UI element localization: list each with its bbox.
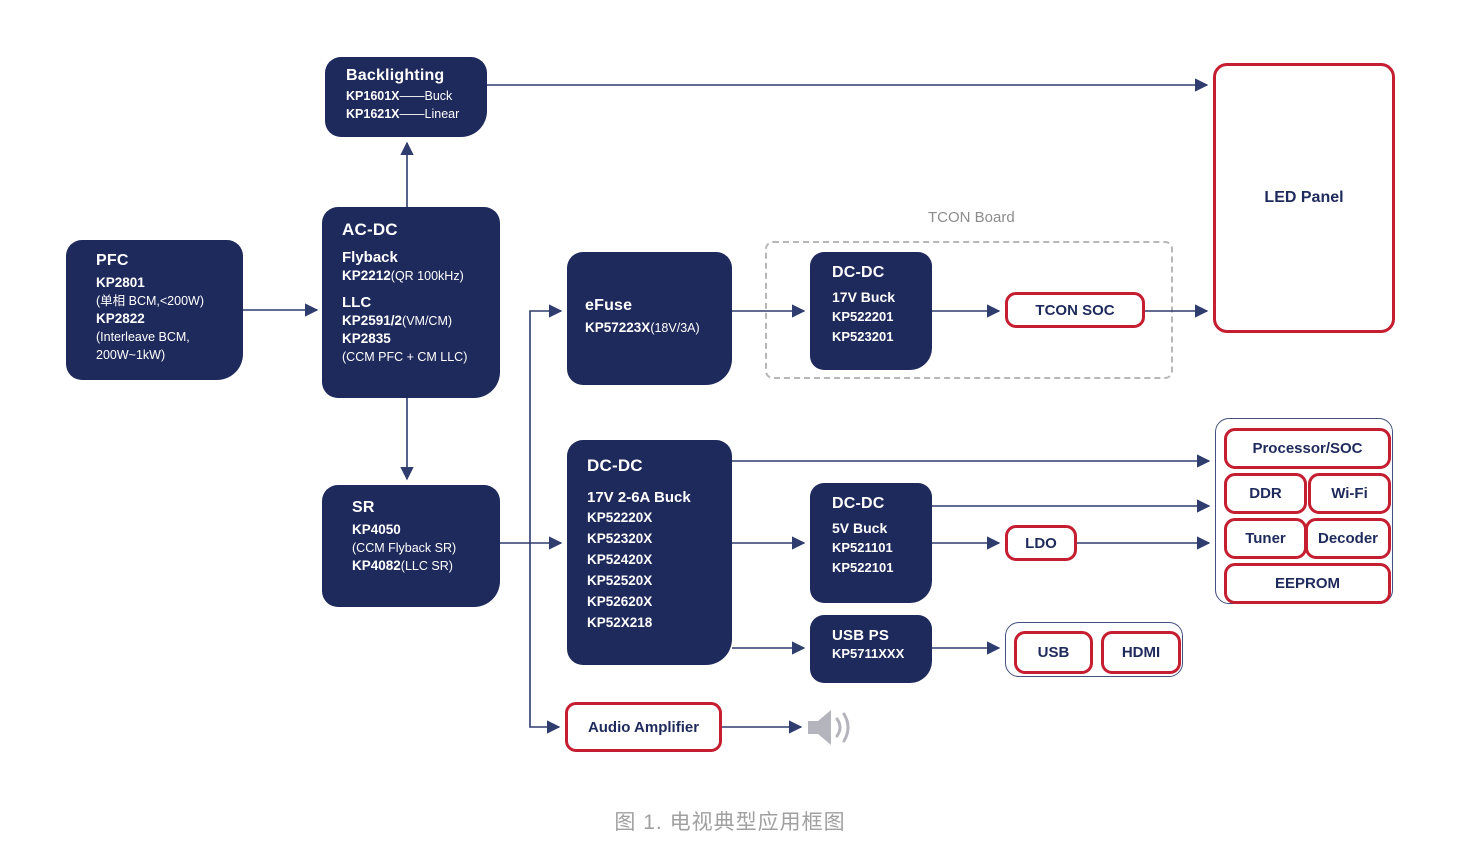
wifi-label: Wi-Fi	[1331, 485, 1368, 502]
dcdc5-block: DC-DC 5V Buck KP521101 KP522101	[810, 483, 932, 603]
led-panel-label: LED Panel	[1264, 189, 1344, 206]
speaker-wave-inner	[835, 717, 842, 738]
acdc-title: AC-DC	[342, 220, 398, 239]
backlighting-title: Backlighting	[346, 67, 445, 84]
processor-soc-box: Processor/SOC	[1224, 428, 1391, 469]
hdmi-box: HDMI	[1101, 631, 1181, 674]
led-panel-box: LED Panel	[1213, 63, 1395, 333]
dcdc17-part: KP52320X	[587, 531, 653, 546]
pfc-line: KP2801	[96, 275, 145, 290]
tcon-board-label: TCON Board	[928, 209, 1015, 226]
wifi-box: Wi-Fi	[1308, 473, 1391, 514]
sr-block: SR KP4050 (CCM Flyback SR) KP4082(LLC SR…	[322, 485, 500, 607]
processor-soc-label: Processor/SOC	[1252, 440, 1363, 457]
dcdc5-part: KP521101	[832, 540, 893, 555]
tcon-soc-label: TCON SOC	[1035, 301, 1115, 319]
tcon-dcdc-title: DC-DC	[832, 264, 885, 281]
ddr-box: DDR	[1224, 473, 1307, 514]
efuse-line: KP57223X(18V/3A)	[585, 320, 700, 335]
speaker-wave-outer	[842, 712, 850, 743]
pfc-line: KP2822	[96, 311, 145, 326]
dcdc17-part: KP52520X	[587, 573, 653, 588]
hdmi-label: HDMI	[1121, 644, 1161, 661]
speaker-icon	[808, 710, 850, 745]
dcdc17-part: KP52420X	[587, 552, 653, 567]
tcon-dcdc-block: DC-DC 17V Buck KP522201 KP523201	[810, 252, 932, 370]
acdc-flyback-head: Flyback	[342, 249, 398, 266]
acdc-llc-line: KP2591/2(VM/CM)	[342, 313, 453, 328]
usb-label: USB	[1037, 644, 1070, 661]
acdc-block: AC-DC Flyback KP2212(QR 100kHz) LLC KP25…	[322, 207, 500, 398]
audio-amplifier-label: Audio Amplifier	[587, 718, 700, 736]
dcdc5-part: KP522101	[832, 560, 894, 575]
tcon-dcdc-part: KP522201	[832, 309, 894, 324]
connector-sr-to-efuse	[529, 304, 563, 543]
ddr-label: DDR	[1249, 485, 1282, 502]
decoder-box: Decoder	[1305, 518, 1391, 559]
soc-group: Processor/SOC DDR Wi-Fi Tuner Decoder EE…	[1215, 418, 1393, 604]
acdc-llc-line: KP2835	[342, 331, 391, 346]
pfc-block: PFC KP2801 (单相 BCM,<200W) KP2822 (Interl…	[66, 240, 243, 380]
usbps-part: KP5711XXX	[832, 646, 905, 661]
pfc-line: 200W~1kW)	[96, 348, 166, 362]
tcon-dcdc-part: KP523201	[832, 329, 894, 344]
dcdc17-block: DC-DC 17V 2-6A Buck KP52220X KP52320X KP…	[567, 440, 732, 665]
dcdc17-title: DC-DC	[587, 456, 643, 475]
sr-title: SR	[352, 499, 375, 516]
connector-sr-to-audio-amplifier	[529, 543, 561, 734]
sr-line: (CCM Flyback SR)	[352, 541, 457, 555]
acdc-llc-head: LLC	[342, 294, 372, 311]
decoder-label: Decoder	[1317, 530, 1379, 547]
backlighting-block: Backlighting KP1601X——Buck KP1621X——Line…	[325, 57, 487, 137]
ldo-label: LDO	[1025, 534, 1057, 552]
dcdc17-part: KP52620X	[587, 594, 653, 609]
dcdc17-part: KP52X218	[587, 615, 653, 630]
usbps-block: USB PS KP5711XXX	[810, 615, 932, 683]
dcdc5-subtitle: 5V Buck	[832, 520, 888, 536]
acdc-llc-line: (CCM PFC + CM LLC)	[342, 350, 468, 364]
tcon-board-region	[765, 241, 1173, 379]
figure-caption: 图 1. 电视典型应用框图	[614, 811, 846, 834]
tuner-label: Tuner	[1245, 530, 1286, 547]
sr-line: KP4082(LLC SR)	[352, 558, 453, 573]
tcon-soc-box: TCON SOC	[1005, 292, 1145, 328]
dcdc17-subtitle: 17V 2-6A Buck	[587, 489, 691, 506]
pfc-title: PFC	[96, 252, 129, 269]
backlighting-line: KP1621X——Linear	[346, 107, 460, 121]
efuse-block: eFuse KP57223X(18V/3A)	[567, 252, 732, 385]
usbps-title: USB PS	[832, 627, 890, 644]
sr-line: KP4050	[352, 522, 401, 537]
tuner-box: Tuner	[1224, 518, 1307, 559]
eeprom-label: EEPROM	[1274, 575, 1340, 592]
dcdc17-part: KP52220X	[587, 510, 653, 525]
audio-amplifier-box: Audio Amplifier	[565, 702, 722, 752]
tcon-dcdc-subtitle: 17V Buck	[832, 289, 896, 305]
ldo-box: LDO	[1005, 525, 1077, 561]
pfc-line: (单相 BCM,<200W)	[96, 294, 205, 308]
usb-hdmi-group: USB HDMI	[1005, 622, 1183, 677]
usb-box: USB	[1014, 631, 1093, 674]
pfc-line: (Interleave BCM,	[96, 330, 190, 344]
dcdc5-title: DC-DC	[832, 495, 885, 512]
efuse-title: eFuse	[585, 297, 633, 314]
eeprom-box: EEPROM	[1224, 563, 1391, 604]
speaker-body	[808, 710, 831, 745]
acdc-flyback-line: KP2212(QR 100kHz)	[342, 268, 464, 283]
backlighting-line: KP1601X——Buck	[346, 89, 453, 103]
